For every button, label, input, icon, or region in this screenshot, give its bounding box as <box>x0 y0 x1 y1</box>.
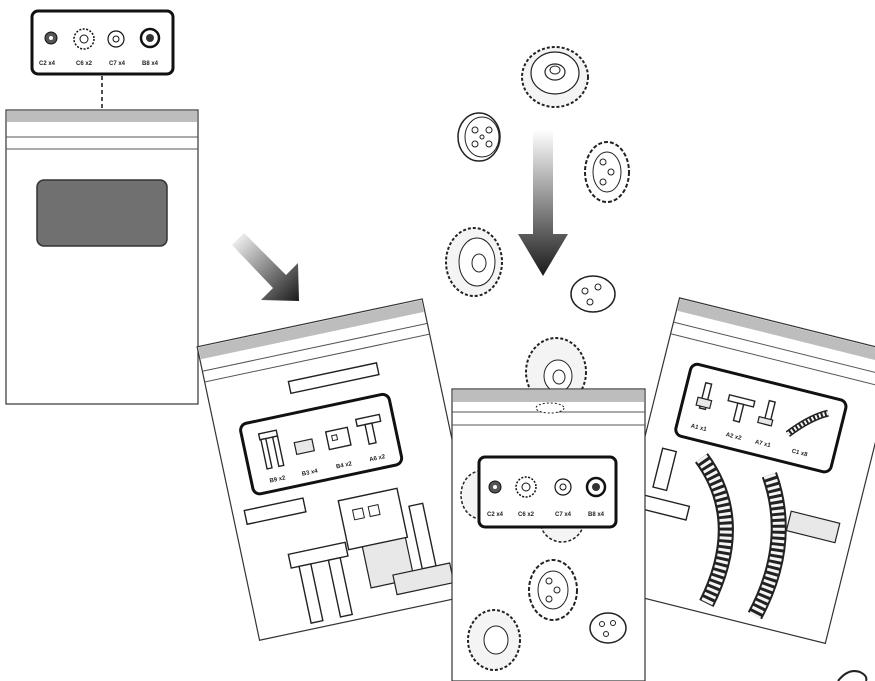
bag-middle-part-label: C2 x4 <box>487 512 504 518</box>
hub-wheel-icon <box>458 113 500 161</box>
bag-middle-part-label: B8 x4 <box>588 512 605 518</box>
top-parts-card: C2 x4 C6 x2 C7 x4 B8 x4 <box>32 11 173 74</box>
down-arrow-icon <box>518 130 568 276</box>
spur-gear-icon <box>522 47 588 107</box>
bag-middle: C2 x4 C6 x2 C7 x4 B8 x4 <box>452 389 645 681</box>
hub-wheel-icon <box>571 276 615 312</box>
top-part-label: C2 x4 <box>39 61 56 67</box>
hub-wheel-icon <box>590 613 626 643</box>
top-part-label: C6 x2 <box>76 61 93 67</box>
top-part-label: C7 x4 <box>109 61 126 67</box>
part-c7-icon <box>555 479 571 495</box>
part-b4-icon <box>326 427 351 449</box>
part-b8-icon <box>141 29 159 47</box>
bag-middle-part-label: C6 x2 <box>518 512 535 518</box>
spur-gear-icon <box>446 228 502 296</box>
part-c7-icon <box>108 31 124 47</box>
part-c2-icon <box>45 32 57 44</box>
top-part-label: B8 x4 <box>142 61 159 67</box>
part-c6-icon <box>74 29 94 49</box>
empty-bag <box>6 110 198 404</box>
falling-gears <box>446 47 629 406</box>
sprocket-gear-icon <box>529 560 577 620</box>
bag-middle-part-label: C7 x4 <box>555 512 572 518</box>
bag-right: A1 x1 A2 x2 A7 x1 C1 x8 <box>607 298 875 644</box>
diagonal-arrow-icon <box>232 233 299 301</box>
part-b8-icon <box>587 478 605 496</box>
spur-gear-icon <box>468 610 520 670</box>
bag-left: B9 x2 B3 x4 B4 x2 A6 x2 <box>197 299 484 640</box>
part-c2-icon <box>489 481 501 493</box>
sprocket-gear-icon <box>585 142 629 202</box>
part-c6-icon <box>516 477 536 497</box>
corner-mark-icon <box>838 671 866 681</box>
bag-label-area <box>37 180 167 246</box>
